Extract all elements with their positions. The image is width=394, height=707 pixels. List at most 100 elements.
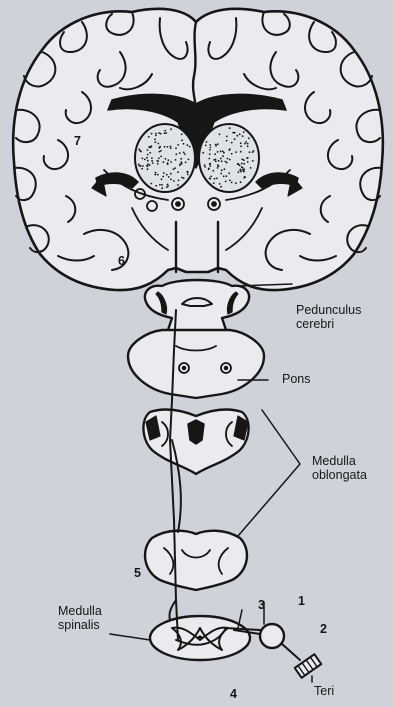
spinal-cord-section [150,616,321,678]
stipple-dot [179,152,181,154]
stipple-dot [232,132,234,134]
stipple-dot [209,144,211,146]
stipple-dot [189,146,191,148]
stipple-dot [170,173,172,175]
stipple-dot [228,172,230,174]
stipple-dot [147,149,149,151]
stipple-dot [165,158,167,160]
stipple-dot [170,146,172,148]
stipple-dot [221,169,223,171]
stipple-dot [246,157,248,159]
stipple-dot [158,132,160,134]
stipple-dot [142,158,144,160]
label-medulla-spinalis: Medulla spinalis [58,604,102,632]
stipple-dot [181,161,183,163]
number-2: 2 [320,622,327,636]
stipple-dot [237,163,239,165]
stipple-dot [152,162,154,164]
stipple-dot [243,131,245,133]
stipple-dot [157,163,159,165]
stipple-dot [148,136,150,138]
stipple-dot [209,153,211,155]
stipple-dot [210,147,212,149]
lower-medulla-outline [145,531,247,590]
stipple-dot [215,161,217,163]
stipple-dot [240,169,242,171]
stipple-dot [181,139,183,141]
stipple-dot [173,168,175,170]
stipple-dot [229,127,231,129]
stipple-dot [164,130,166,132]
stipple-dot [218,160,220,162]
pyramids [188,420,204,444]
stipple-dot [247,161,249,163]
stipple-dot [155,135,157,137]
stipple-dot [187,171,189,173]
stipple-dot [185,162,187,164]
stipple-dot [242,135,244,137]
stipple-dot [209,178,211,180]
stipple-dot [151,133,153,135]
stipple-dot [159,146,161,148]
stipple-dot [231,142,233,144]
stipple-dot [208,168,210,170]
stipple-dot [220,186,222,188]
stipple-dot [151,160,153,162]
stipple-dot [175,153,177,155]
stipple-dot [205,145,207,147]
stipple-dot [144,159,146,161]
stipple-dot [215,144,217,146]
central-canal [198,636,203,641]
stipple-dot [240,142,242,144]
label-medulla-oblongata: Medulla oblongata [312,454,367,482]
stipple-dot [149,152,151,154]
stipple-dot [138,164,140,166]
thalamus-right [199,124,259,192]
stipple-dot [161,184,163,186]
stipple-dot [250,167,252,169]
stipple-dot [234,138,236,140]
number-4: 4 [230,687,237,701]
stipple-dot [243,168,245,170]
stipple-dot [142,165,144,167]
number-7: 7 [74,134,81,148]
stipple-dot [204,164,206,166]
stipple-dot [204,166,206,168]
stipple-dot [245,141,247,143]
stipple-dot [138,149,140,151]
stipple-dot [229,180,231,182]
stipple-dot [223,175,225,177]
stipple-dot [222,155,224,157]
stipple-dot [244,176,246,178]
stipple-dot [147,160,149,162]
stipple-dot [213,159,215,161]
pons-outline [128,330,264,398]
stipple-dot [154,139,156,141]
stipple-dot [151,157,153,159]
stipple-dot [155,185,157,187]
stipple-dot [175,147,177,149]
stipple-dot [241,158,243,160]
stipple-dot [219,133,221,135]
stipple-dot [188,159,190,161]
stipple-dot [168,176,170,178]
stipple-dot [162,176,164,178]
stipple-dot [223,152,225,154]
stipple-dot [220,158,222,160]
stipple-dot [167,162,169,164]
stipple-dot [224,168,226,170]
stipple-dot [217,151,219,153]
number-6: 6 [118,254,125,268]
stipple-dot [166,174,168,176]
stipple-dot [235,182,237,184]
medulla-oblongata-section [143,409,248,474]
stipple-dot [159,151,161,153]
stipple-dot [151,183,153,185]
stipple-dot [239,133,241,135]
number-1: 1 [298,594,305,608]
stipple-dot [163,172,165,174]
stipple-dot [177,171,179,173]
stipple-dot [216,178,218,180]
